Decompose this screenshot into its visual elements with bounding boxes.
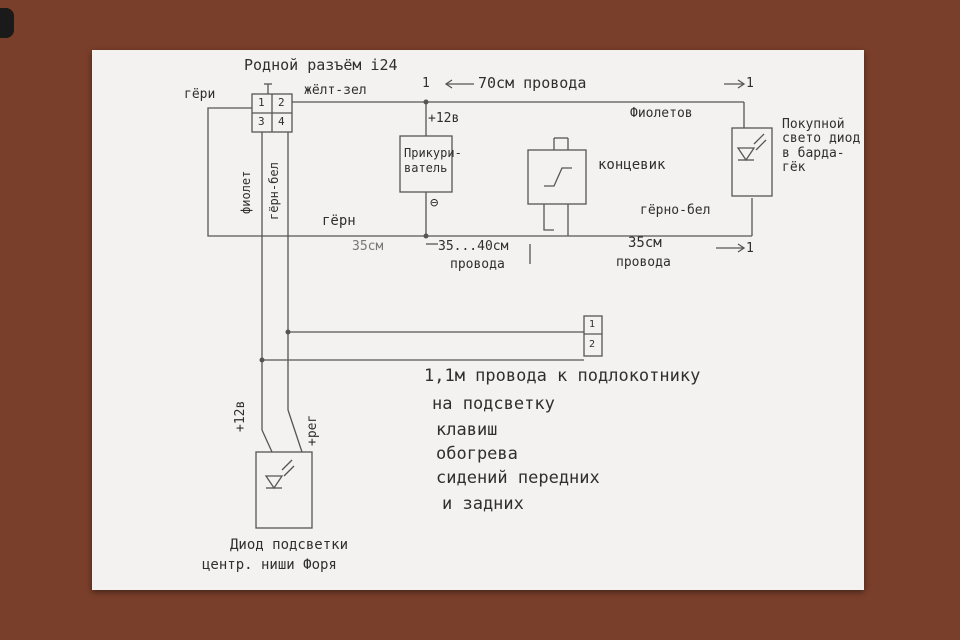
bottom-length-left: 35...40см: [438, 239, 509, 254]
junction-node: [423, 99, 429, 105]
connector-pin-3: 3: [258, 115, 265, 128]
niche-caption-line-2: центр. ниши Форя: [202, 557, 337, 573]
niche-caption-line-1: Диод подсветки: [230, 537, 349, 553]
wire-label-yellow-green: жёлт-зел: [304, 83, 367, 98]
connector-pin-4: 4: [278, 115, 285, 128]
bottom-length-crossed: 35см: [352, 239, 384, 254]
junction-node: [285, 329, 291, 335]
connector-pin-1: 1: [258, 96, 265, 109]
junction-node: [423, 233, 429, 239]
bottom-length-left-unit: провода: [450, 257, 505, 272]
paper-sheet: Родной разъём i24 1 2 3 4 гёри жёлт-зел …: [92, 50, 864, 590]
armrest-note-line: 1,1м провода к подлокотнику: [424, 366, 701, 386]
armrest-note-line: обогрева: [436, 444, 518, 464]
wire-label-bw-right: гёрно-бел: [640, 203, 711, 218]
top-run-length: 70см провода: [478, 74, 587, 92]
armrest-pin-1: 1: [589, 319, 596, 330]
limit-switch-label: концевик: [598, 157, 666, 173]
bottom-length-right: 35см: [628, 235, 662, 251]
niche-plus-label: +12в: [233, 400, 248, 432]
connector-pin-2: 2: [278, 96, 285, 109]
junction-node: [259, 357, 265, 363]
wire-label-violet: фиолет: [239, 170, 253, 214]
bottom-length-right-unit: провода: [616, 255, 671, 270]
connector-title: Родной разъём i24: [244, 56, 398, 74]
table-object: [0, 8, 14, 38]
lighter-label: Прикури-ватель: [404, 146, 462, 175]
niche-led-box: [255, 451, 313, 529]
armrest-note-line: и задних: [442, 494, 524, 514]
limit-switch-box: [527, 149, 587, 205]
top-run-mark: 1: [422, 76, 430, 91]
niche-reg-label: +рег: [305, 414, 320, 446]
armrest-note-line: сидений передних: [436, 468, 600, 488]
wiring-diagram: [207, 79, 773, 529]
armrest-connector-box: [583, 315, 603, 357]
ground-label: гёрн: [322, 213, 356, 229]
glovebox-led-box: [731, 127, 773, 197]
armrest-note-line: клавиш: [436, 420, 498, 440]
wire-label-geri: гёри: [184, 87, 216, 102]
wire-label-black-white: гёрн-бел: [267, 162, 281, 220]
armrest-note-line: на подсветку: [432, 394, 555, 414]
wire-ground-loop: [207, 107, 426, 237]
wire-label-violet-right: Фиолетов: [630, 106, 693, 121]
top-run-end-mark: 1: [746, 76, 754, 91]
armrest-pin-2: 2: [589, 339, 596, 350]
glovebox-led-label: Покупной свето диод в барда-гёк: [782, 117, 861, 175]
lighter-minus: ⊖: [430, 195, 439, 211]
lighter-plus-label: +12в: [428, 111, 460, 126]
bottom-run-end-mark: 1: [746, 241, 754, 256]
